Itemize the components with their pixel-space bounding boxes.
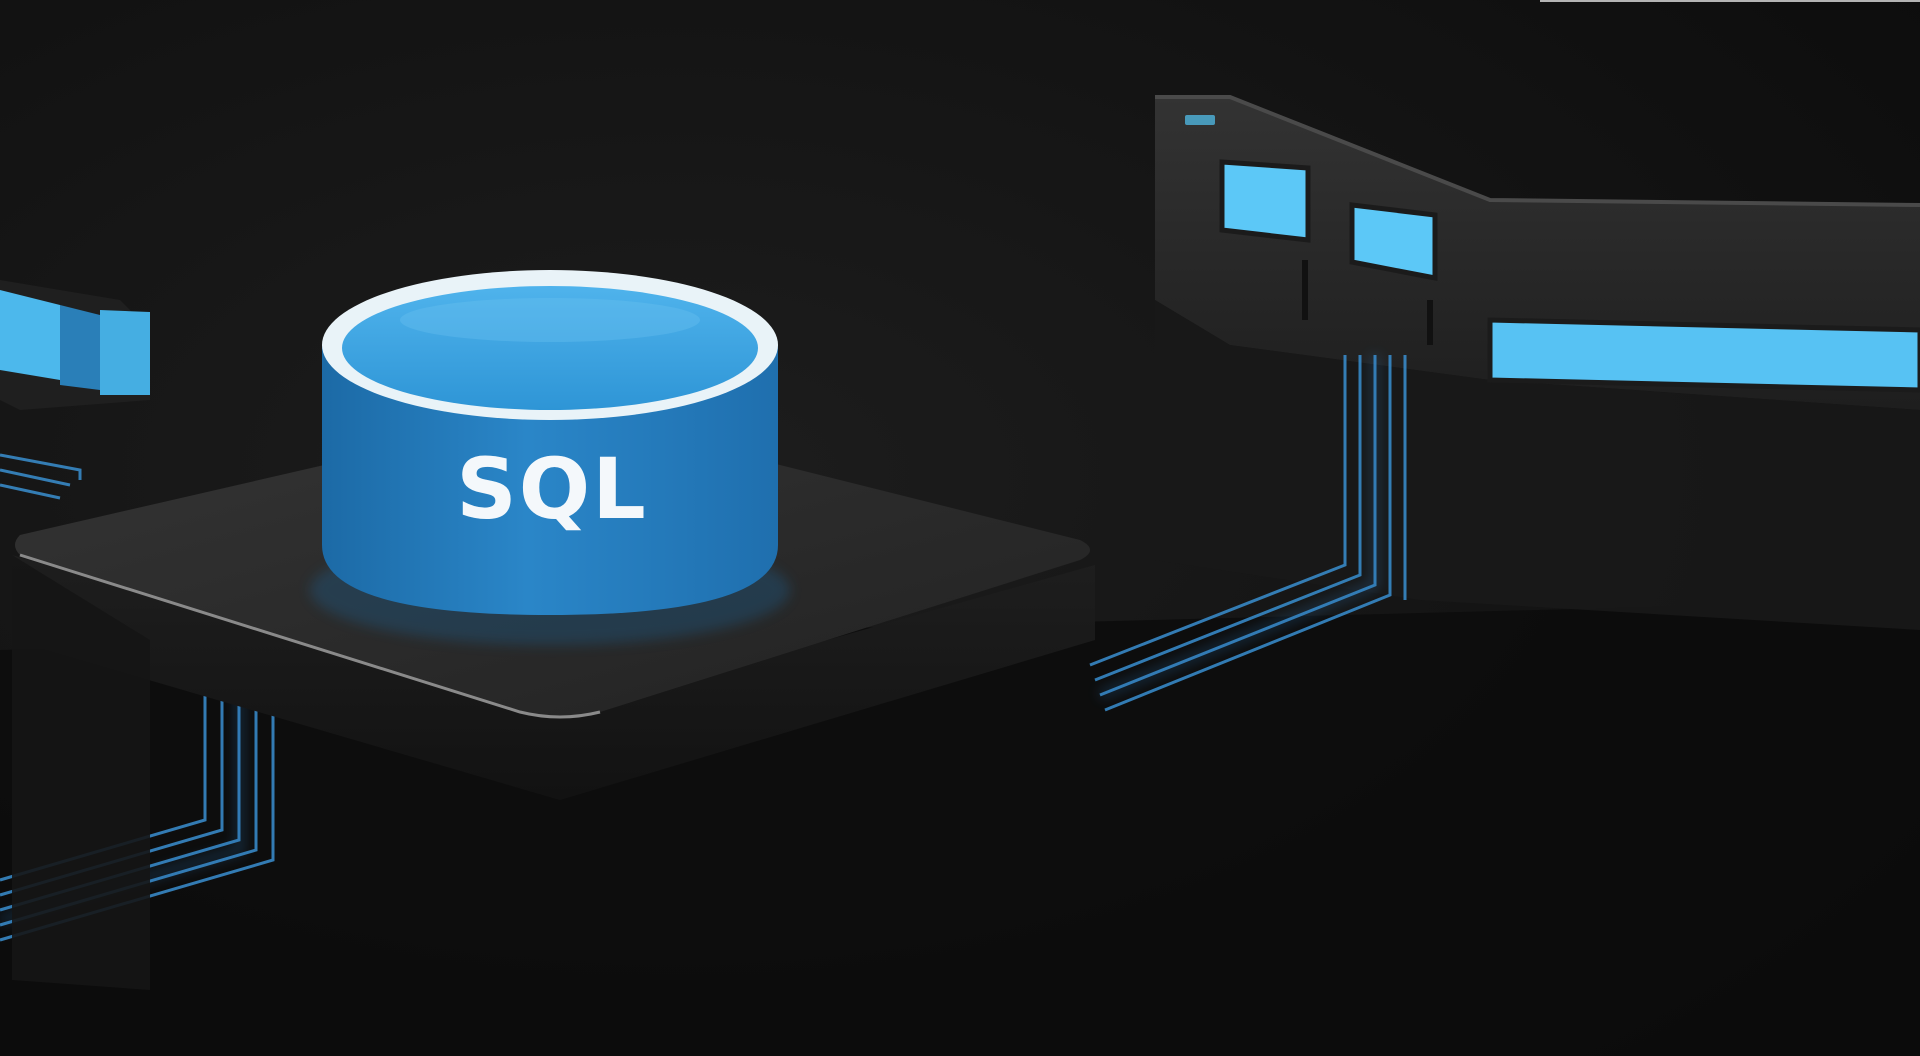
database-label: SQL: [456, 440, 647, 538]
screen-small-1: [1222, 162, 1308, 240]
database-cylinder-icon: SQL: [310, 270, 790, 645]
screen-small-2: [1352, 205, 1435, 278]
left-device-icon: [0, 280, 150, 410]
top-edge-line: [1540, 0, 1920, 2]
screen-wide: [1490, 320, 1920, 390]
